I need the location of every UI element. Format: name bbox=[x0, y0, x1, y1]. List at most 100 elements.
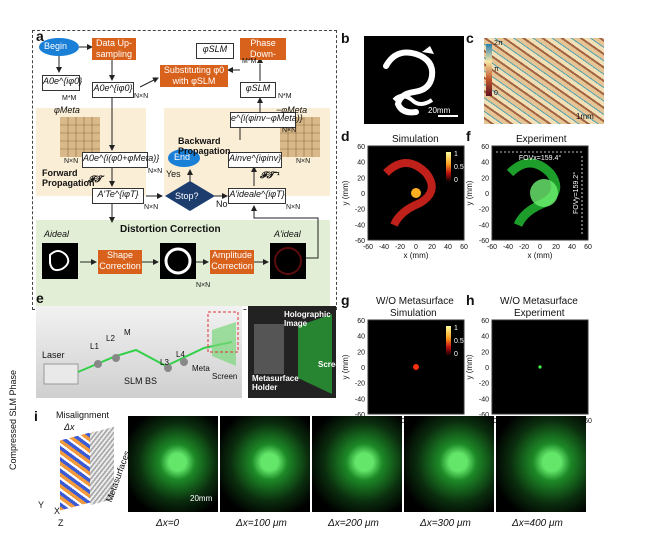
colorbar-tick: 0 bbox=[454, 177, 458, 184]
ytick-label: 60 bbox=[357, 144, 365, 151]
caption-dx0: Δx=0 bbox=[156, 518, 180, 529]
a-ideal-prime2-label: A′ideal bbox=[274, 229, 301, 239]
colorbar-tick: 1 bbox=[454, 325, 458, 332]
panel-label-e: e bbox=[36, 290, 44, 306]
ytick-label: 60 bbox=[357, 318, 365, 325]
holo-image bbox=[312, 416, 402, 512]
xtick-label: -20 bbox=[395, 244, 405, 251]
dim-label: N×N bbox=[282, 127, 297, 134]
center-dot bbox=[413, 364, 419, 370]
ytick-label: -20 bbox=[355, 381, 365, 388]
ytick-label: -40 bbox=[479, 222, 489, 229]
xtick-label: 0 bbox=[538, 244, 542, 251]
axis-z: Z bbox=[58, 518, 64, 528]
caption-dx400: Δx=400 μm bbox=[512, 518, 563, 529]
phi-slm-top-box: φSLM bbox=[196, 43, 234, 59]
dim-label: N×N bbox=[148, 168, 163, 175]
neg-phi-meta-label: −φMeta bbox=[276, 105, 308, 115]
holo-image bbox=[404, 416, 494, 512]
phi-slm-mid-box: φSLM bbox=[240, 82, 276, 98]
phase-downsampling-box: Phase Down-sampling bbox=[240, 38, 286, 70]
a-ideal-label: Aideal bbox=[44, 229, 70, 239]
laser-label: Laser bbox=[42, 350, 65, 360]
title-d: Simulation bbox=[392, 134, 439, 145]
xtick-label: 60 bbox=[460, 244, 468, 251]
dim-label: N×N bbox=[286, 204, 301, 211]
cbar-pi: π bbox=[494, 66, 499, 73]
a0-phi0-small-box: A0e^{iφ0} bbox=[42, 75, 82, 91]
a0-phi0-box: A0e^{iφ0} bbox=[92, 82, 134, 98]
panel-label-d: d bbox=[341, 128, 350, 144]
intensity-colorbar bbox=[446, 326, 451, 356]
meta-pattern-left bbox=[60, 117, 100, 157]
panel-label-i: i bbox=[34, 408, 38, 424]
caption-dx200: Δx=200 μm bbox=[328, 518, 379, 529]
dim-label: N×N bbox=[196, 282, 211, 289]
dim-label: N×N bbox=[64, 158, 79, 165]
center-bright-spot bbox=[530, 179, 558, 207]
holder-photo: Holographic Image Metasurface Holder Scr… bbox=[248, 306, 336, 398]
colorbar-tick: 0.5 bbox=[454, 338, 464, 345]
stop-diamond bbox=[165, 181, 215, 211]
l4-label: L4 bbox=[176, 350, 185, 359]
ift-label: 𝓕𝓣⁻¹ bbox=[260, 170, 280, 180]
l2-label: L2 bbox=[106, 334, 115, 343]
optical-setup-photo: Laser L1 L2 M SLM BS L3 L4 Meta Screen bbox=[36, 306, 242, 398]
l1-label: L1 bbox=[90, 342, 99, 351]
dim-label: M*M bbox=[242, 58, 257, 65]
scalebar-b: 20mm bbox=[428, 106, 451, 115]
title-g2: Simulation bbox=[390, 308, 437, 319]
ytick-label: 20 bbox=[357, 349, 365, 356]
metasurface-phase-image bbox=[484, 38, 604, 124]
a-ideal-prime-box: A′ideale^{iφT} bbox=[228, 188, 286, 204]
yes-label: Yes bbox=[166, 169, 181, 179]
ytick-label: -40 bbox=[355, 222, 365, 229]
cbar-2pi: 2π bbox=[494, 40, 503, 47]
caption-dx100: Δx=100 μm bbox=[236, 518, 287, 529]
colorbar-tick: 1 bbox=[454, 151, 458, 158]
ytick-label: 40 bbox=[357, 334, 365, 341]
ytick-label: 60 bbox=[481, 318, 489, 325]
ytick-label: -20 bbox=[479, 381, 489, 388]
phase-colorbar bbox=[486, 44, 492, 96]
screen2-label: Screen bbox=[318, 360, 336, 369]
ytick-label: 60 bbox=[481, 144, 489, 151]
xtick-label: 20 bbox=[428, 244, 436, 251]
fovx-label: FOVx=159.4° bbox=[519, 154, 561, 162]
ytick-label: -60 bbox=[479, 238, 489, 245]
dim-label: N×N bbox=[134, 93, 149, 100]
xlabel: x (mm) bbox=[404, 251, 429, 260]
ytick-label: 20 bbox=[481, 349, 489, 356]
intensity-colorbar bbox=[446, 152, 451, 182]
aideal-image bbox=[42, 243, 78, 279]
panel-label-c: c bbox=[466, 30, 474, 46]
dim-label: N×N bbox=[296, 158, 311, 165]
holographic-label: Holographic Image bbox=[284, 310, 331, 328]
misalignment-label: Misalignment bbox=[56, 410, 110, 420]
axis-y: Y bbox=[38, 500, 45, 510]
title-h2: Experiment bbox=[514, 308, 565, 319]
xlabel: x (mm) bbox=[528, 251, 553, 260]
scalebar-i: 20mm bbox=[190, 494, 213, 503]
e-diff-box: e^{i(φinv−φMeta)} bbox=[230, 112, 303, 128]
xtick-label: -60 bbox=[487, 244, 497, 251]
m-label: M bbox=[124, 328, 131, 337]
a0-combined-box: A0e^{i(φ0+φMeta)} bbox=[82, 152, 159, 168]
meta-label: Meta bbox=[192, 364, 210, 373]
xtick-label: 60 bbox=[584, 244, 592, 251]
slm-bs-label: SLM BS bbox=[124, 376, 158, 386]
begin-label: Begin bbox=[44, 41, 68, 51]
dragon-target-image: 20mm bbox=[364, 36, 464, 124]
backward-propagation-label: Backward Propagation bbox=[178, 136, 231, 156]
dim-label: N*M bbox=[278, 93, 292, 100]
no-label: No bbox=[216, 199, 228, 209]
shape-correction-box: Shape Correction bbox=[98, 250, 142, 274]
forward-propagation-label: Forward Propagation bbox=[42, 168, 95, 188]
ytick-label: -60 bbox=[479, 412, 489, 419]
ylabel: y (mm) bbox=[341, 180, 350, 205]
xtick-label: -60 bbox=[363, 244, 373, 251]
dim-label: N×N bbox=[144, 204, 159, 211]
center-dot bbox=[538, 365, 542, 369]
ft-label: 𝓕𝓣 bbox=[88, 174, 102, 184]
begin-ellipse bbox=[39, 38, 79, 56]
